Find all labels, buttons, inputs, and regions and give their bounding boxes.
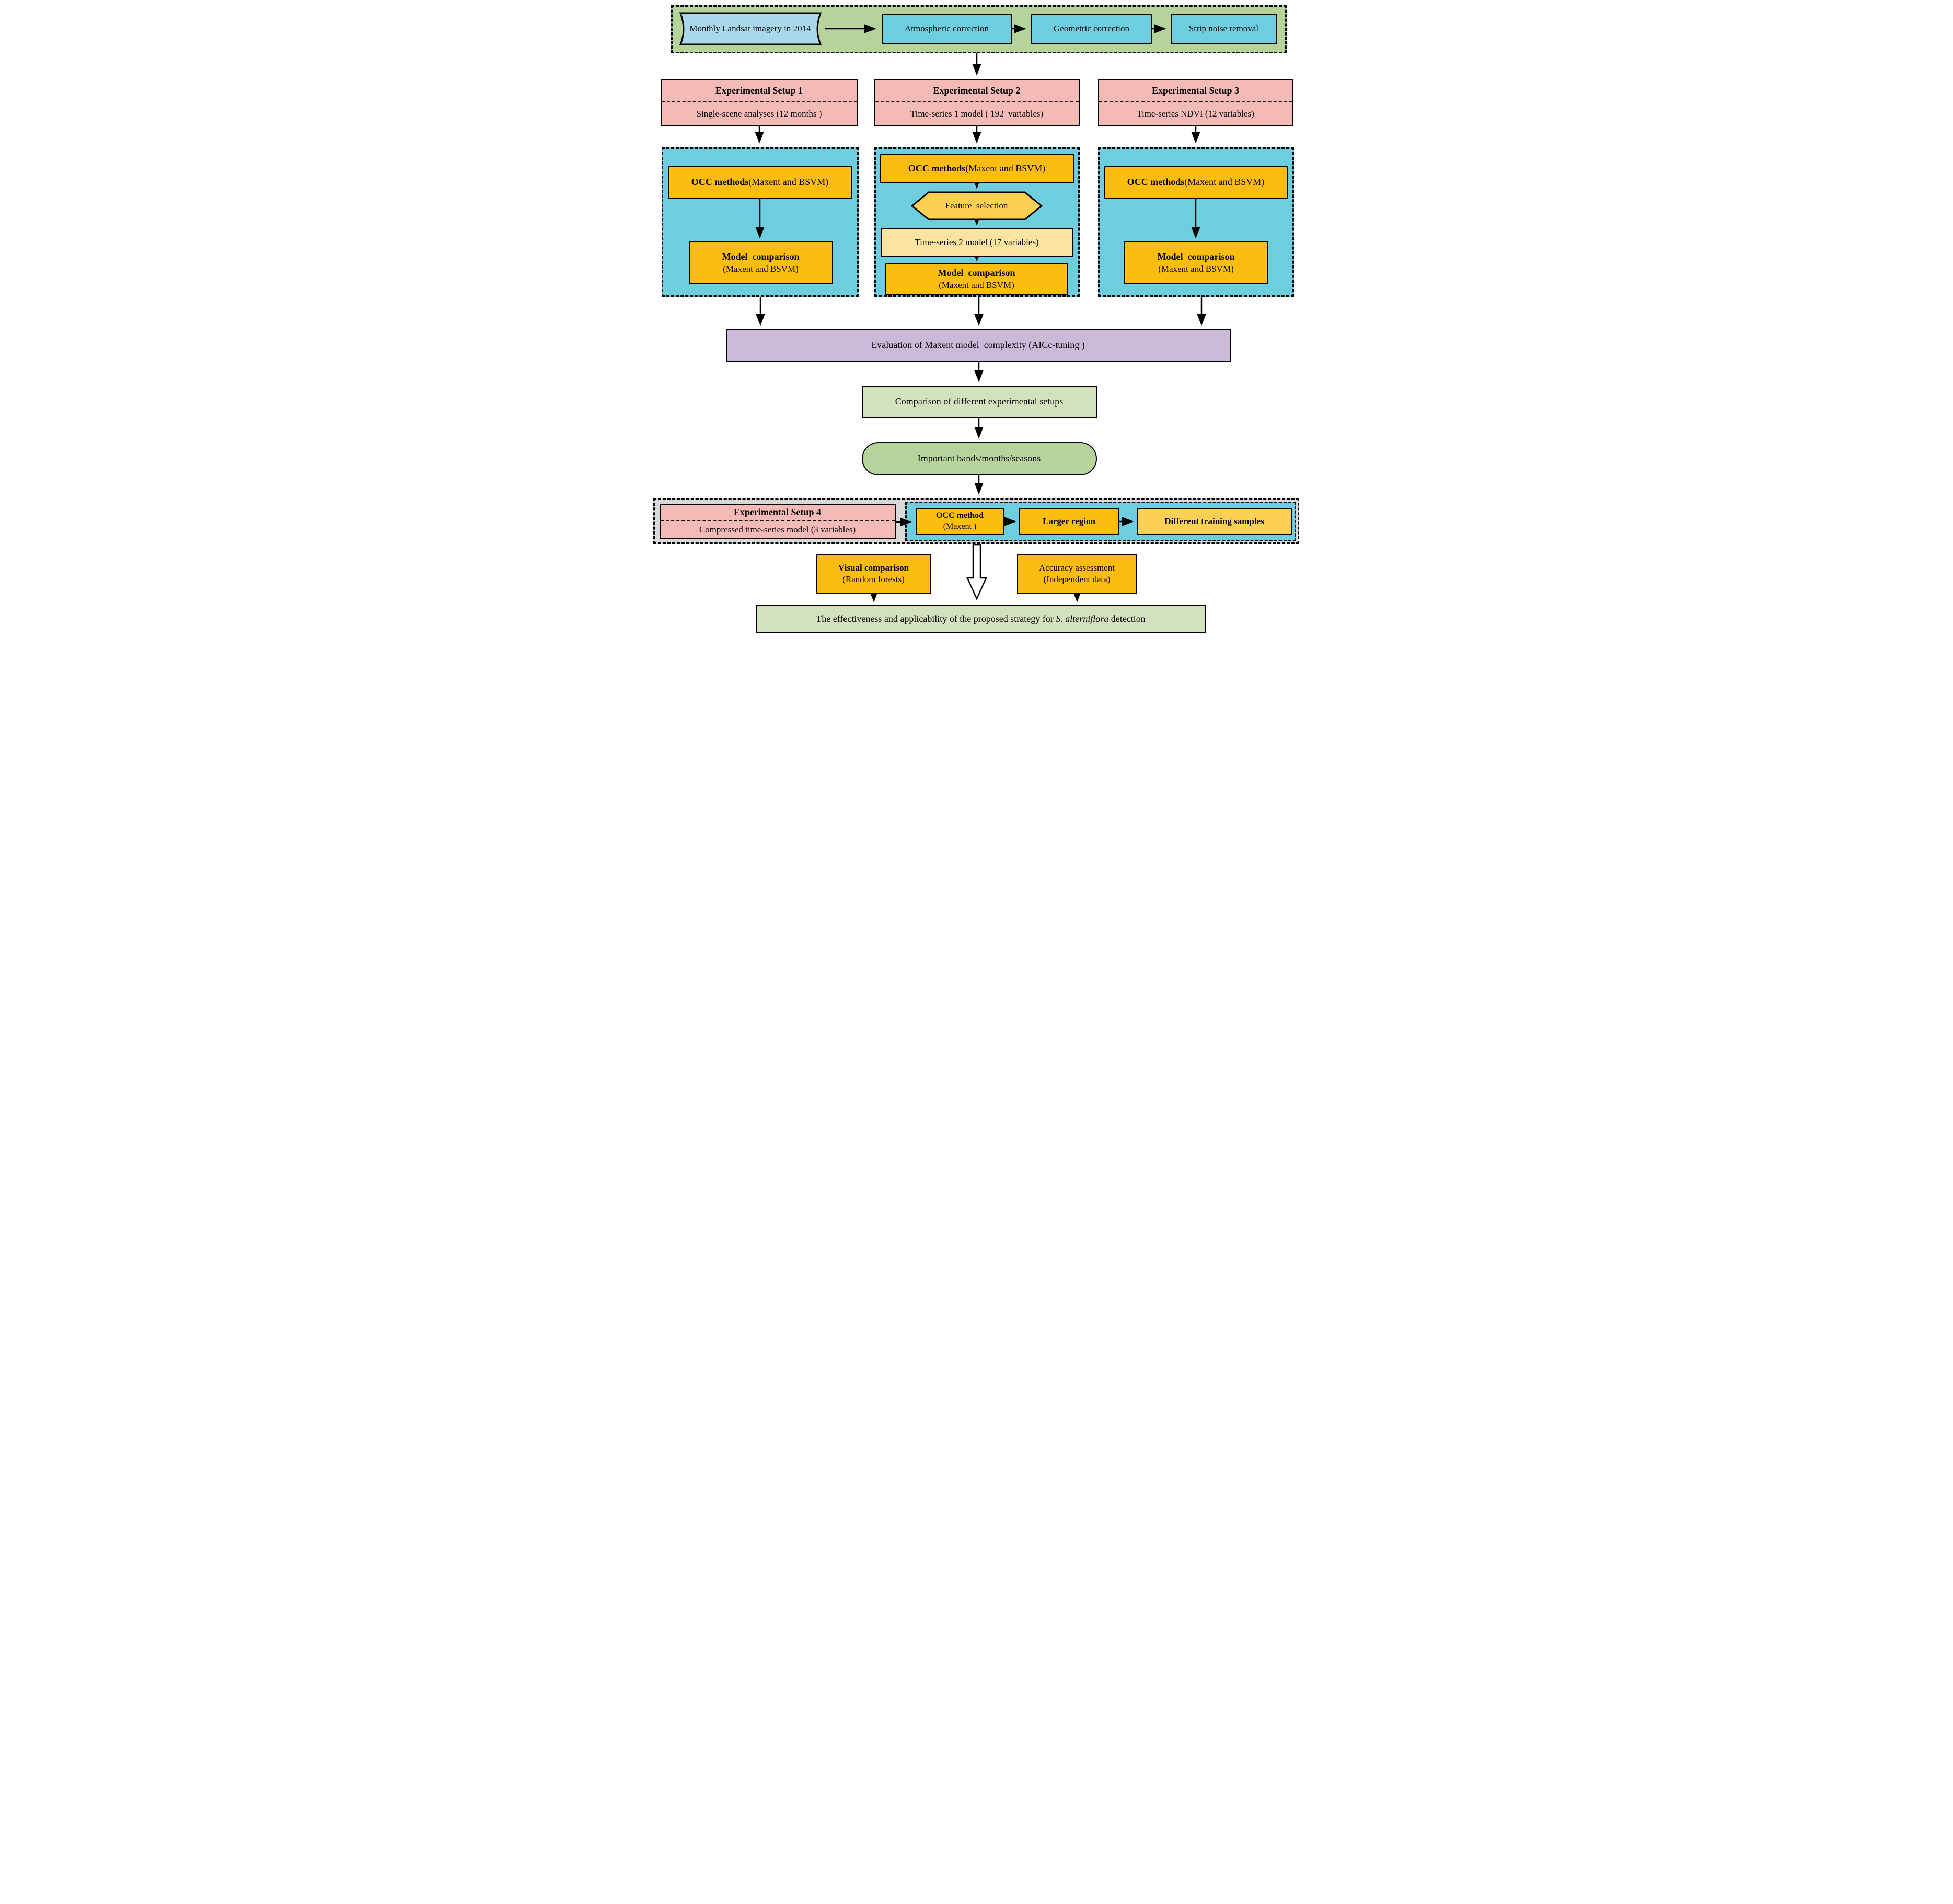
important-bands-box: Important bands/months/seasons	[861, 442, 1097, 475]
larger-region-box: Larger region	[1019, 508, 1119, 535]
evaluation-box: Evaluation of Maxent model complexity (A…	[725, 329, 1231, 362]
setup-2-desc: Time-series 1 model ( 192 variables)	[910, 108, 1044, 119]
stored-data-outline	[679, 12, 822, 45]
occ-methods-box-3: OCC methods(Maxent and BSVM)	[1103, 166, 1288, 199]
comparison-box: Comparison of different experimental set…	[861, 386, 1097, 418]
setup-3-desc: Time-series NDVI (12 variables)	[1137, 108, 1254, 119]
occ-methods-label-3: OCC methods(Maxent and BSVM)	[1127, 177, 1265, 188]
conclusion-label: The effectiveness and applicability of t…	[816, 613, 1146, 624]
setup-4-title: Experimental Setup 4	[660, 505, 895, 521]
time-series-2-label: Time-series 2 model (17 variables)	[915, 237, 1039, 247]
strip-noise-removal-box: Strip noise removal	[1170, 14, 1277, 44]
setup-2-title: Experimental Setup 2	[875, 80, 1079, 102]
comparison-label: Comparison of different experimental set…	[895, 396, 1064, 407]
important-bands-label: Important bands/months/seasons	[917, 453, 1041, 464]
accuracy-assessment-title: Accuracy assessment	[1039, 562, 1115, 573]
setup-4-desc: Compressed time-series model (3 variable…	[699, 524, 856, 535]
geometric-correction-box: Geometric correction	[1031, 14, 1152, 44]
model-comparison-sub-1: (Maxent and BSVM)	[723, 263, 799, 274]
atmospheric-correction-label: Atmospheric correction	[905, 23, 989, 33]
setup-1-title: Experimental Setup 1	[661, 80, 857, 102]
occ-method-title: OCC method	[935, 511, 984, 520]
input-data-label: Monthly Landsat imagery in 2014	[689, 24, 811, 34]
training-samples-label: Different training samples	[1164, 516, 1264, 526]
model-comparison-box-1: Model comparison (Maxent and BSVM)	[688, 241, 833, 284]
feature-selection-hexagon: Feature selection	[910, 191, 1043, 220]
model-comparison-sub-2: (Maxent and BSVM)	[939, 280, 1014, 290]
experimental-setup-4-box: Experimental Setup 4 Compressed time-ser…	[659, 504, 896, 539]
setup-1-desc: Single-scene analyses (12 months )	[696, 108, 822, 119]
occ-methods-label-2: OCC methods(Maxent and BSVM)	[908, 163, 1046, 174]
occ-methods-label-1: OCC methods(Maxent and BSVM)	[691, 177, 829, 188]
model-comparison-title-1: Model comparison	[722, 251, 800, 262]
occ-methods-box-2: OCC methods(Maxent and BSVM)	[880, 154, 1074, 183]
visual-comparison-sub: (Random forests)	[842, 574, 905, 584]
model-comparison-title-2: Model comparison	[938, 268, 1015, 278]
input-data-shape: Monthly Landsat imagery in 2014	[676, 11, 825, 46]
time-series-2-box: Time-series 2 model (17 variables)	[881, 228, 1073, 257]
feature-selection-label: Feature selection	[945, 201, 1008, 211]
experimental-setup-2-box: Experimental Setup 2 Time-series 1 model…	[874, 79, 1080, 126]
accuracy-assessment-sub: (Independent data)	[1043, 574, 1111, 584]
occ-method-sub: (Maxent )	[943, 522, 977, 531]
visual-comparison-box: Visual comparison (Random forests)	[816, 554, 931, 594]
occ-method-box: OCC method (Maxent )	[915, 508, 1004, 535]
training-samples-box: Different training samples	[1137, 508, 1292, 535]
geometric-correction-label: Geometric correction	[1054, 23, 1129, 33]
connector-arrows	[754, 24, 1206, 602]
hollow-arrow	[966, 544, 987, 601]
model-comparison-box-2: Model comparison (Maxent and BSVM)	[885, 263, 1068, 295]
model-comparison-sub-3: (Maxent and BSVM)	[1158, 263, 1234, 274]
accuracy-assessment-box: Accuracy assessment (Independent data)	[1016, 554, 1137, 594]
strip-noise-removal-label: Strip noise removal	[1188, 23, 1259, 33]
conclusion-box: The effectiveness and applicability of t…	[755, 605, 1206, 633]
experimental-setup-1-box: Experimental Setup 1 Single-scene analys…	[660, 79, 858, 126]
model-comparison-title-3: Model comparison	[1157, 251, 1235, 262]
visual-comparison-title: Visual comparison	[838, 562, 909, 573]
experimental-setup-3-box: Experimental Setup 3 Time-series NDVI (1…	[1097, 79, 1293, 126]
atmospheric-correction-box: Atmospheric correction	[882, 14, 1012, 44]
larger-region-label: Larger region	[1043, 516, 1095, 526]
evaluation-label: Evaluation of Maxent model complexity (A…	[871, 340, 1085, 351]
setup-3-title: Experimental Setup 3	[1099, 80, 1292, 102]
occ-methods-box-1: OCC methods(Maxent and BSVM)	[667, 166, 852, 199]
flowchart: Monthly Landsat imagery in 2014 Atmosphe…	[651, 0, 1302, 635]
hexagon-outline	[910, 191, 1043, 220]
model-comparison-box-3: Model comparison (Maxent and BSVM)	[1124, 241, 1268, 284]
